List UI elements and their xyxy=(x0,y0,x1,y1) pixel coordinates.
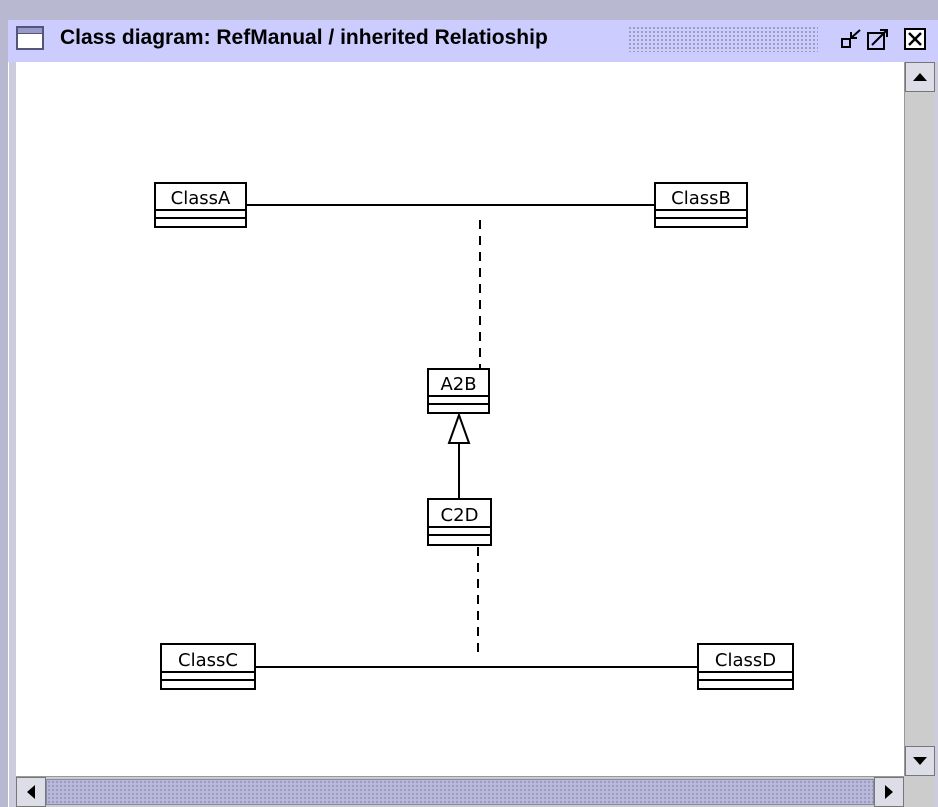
class-box-classb[interactable]: ClassB xyxy=(654,182,748,228)
generalization-arrowhead xyxy=(447,412,471,444)
arrow-up-icon[interactable] xyxy=(905,62,935,92)
class-name-classd: ClassD xyxy=(715,650,776,671)
class-name-c2d: C2D xyxy=(441,505,479,526)
scrollbar-corner xyxy=(904,776,934,807)
maximize-icon[interactable] xyxy=(866,27,890,51)
horizontal-scrollbar[interactable] xyxy=(16,776,904,807)
window-title: Class diagram: RefManual / inherited Rel… xyxy=(60,26,548,49)
class-box-classd[interactable]: ClassD xyxy=(697,643,794,690)
vertical-scrollbar[interactable] xyxy=(904,62,935,776)
arrow-down-icon[interactable] xyxy=(905,746,935,776)
class-name-classb: ClassB xyxy=(671,188,731,209)
class-box-c2d[interactable]: C2D xyxy=(427,498,492,546)
close-icon[interactable] xyxy=(903,27,927,51)
title-bar-grip xyxy=(628,26,818,52)
class-name-classc: ClassC xyxy=(178,650,238,671)
window-icon xyxy=(16,26,44,50)
horizontal-scroll-thumb[interactable] xyxy=(46,779,874,805)
arrow-left-icon[interactable] xyxy=(16,777,46,807)
arrow-right-icon[interactable] xyxy=(874,777,904,807)
class-box-classc[interactable]: ClassC xyxy=(160,643,256,690)
title-bar[interactable]: Class diagram: RefManual / inherited Rel… xyxy=(8,20,938,62)
iconify-icon[interactable] xyxy=(840,27,864,51)
class-box-a2b[interactable]: A2B xyxy=(427,368,490,414)
class-name-classa: ClassA xyxy=(171,188,231,209)
diagram-canvas[interactable]: ClassA ClassB A2B C2D xyxy=(16,62,904,776)
class-name-a2b: A2B xyxy=(440,374,476,395)
class-box-classa[interactable]: ClassA xyxy=(154,182,247,228)
